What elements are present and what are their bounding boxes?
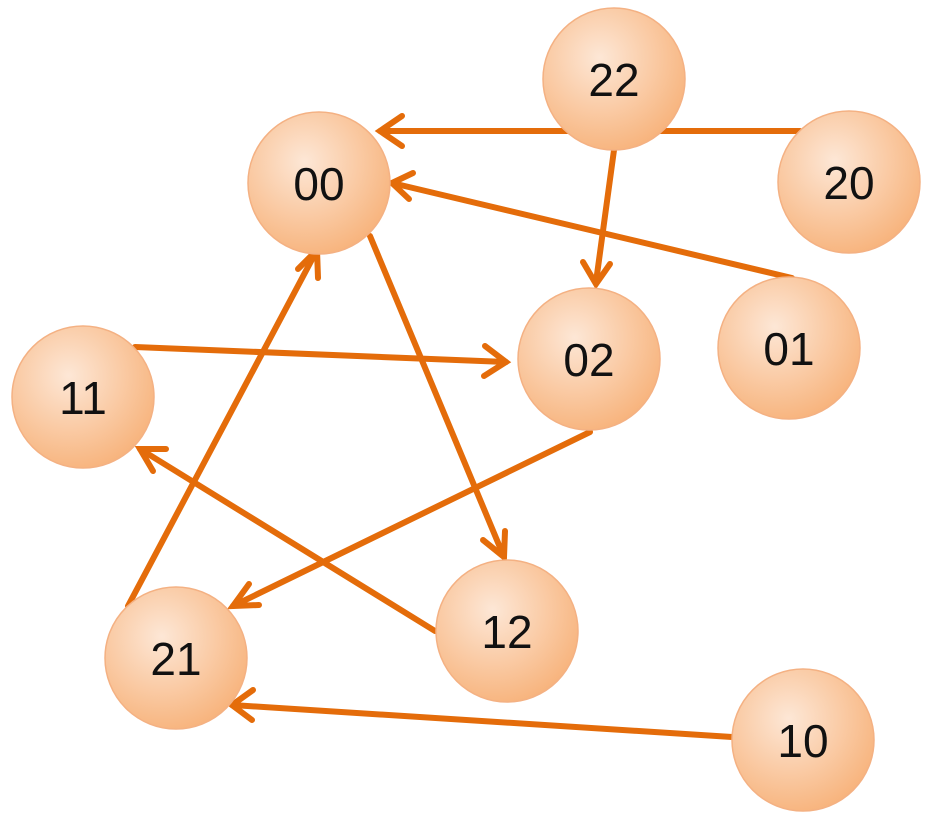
node-label: 00 bbox=[293, 158, 344, 210]
node-label: 12 bbox=[481, 606, 532, 658]
node-label: 21 bbox=[150, 633, 201, 685]
edge-21-to-00 bbox=[125, 243, 321, 609]
edges-layer bbox=[125, 113, 803, 740]
node-21: 21 bbox=[104, 586, 248, 730]
node-12: 12 bbox=[435, 559, 579, 703]
edge-01-to-00 bbox=[386, 170, 795, 281]
node-label: 11 bbox=[59, 372, 107, 424]
edge-02-to-21 bbox=[226, 429, 593, 610]
node-20: 20 bbox=[777, 110, 921, 254]
edge-00-to-12 bbox=[367, 233, 508, 564]
node-01: 01 bbox=[717, 276, 861, 420]
node-11: 11 bbox=[11, 325, 155, 469]
node-label: 10 bbox=[777, 715, 828, 767]
edge-22-to-02 bbox=[580, 147, 617, 290]
nodes-layer: 22 00 20 01 02 11 12 21 bbox=[11, 7, 921, 812]
edge-12-to-11 bbox=[134, 446, 438, 634]
node-02: 02 bbox=[517, 287, 661, 431]
node-label: 01 bbox=[763, 323, 814, 375]
node-22: 22 bbox=[542, 7, 686, 151]
node-label: 22 bbox=[588, 54, 639, 106]
node-10: 10 bbox=[731, 668, 875, 812]
node-00: 00 bbox=[247, 111, 391, 255]
node-label: 02 bbox=[563, 334, 614, 386]
edge-11-to-02 bbox=[132, 343, 512, 379]
edge-10-to-21 bbox=[226, 687, 735, 740]
node-label: 20 bbox=[823, 157, 874, 209]
